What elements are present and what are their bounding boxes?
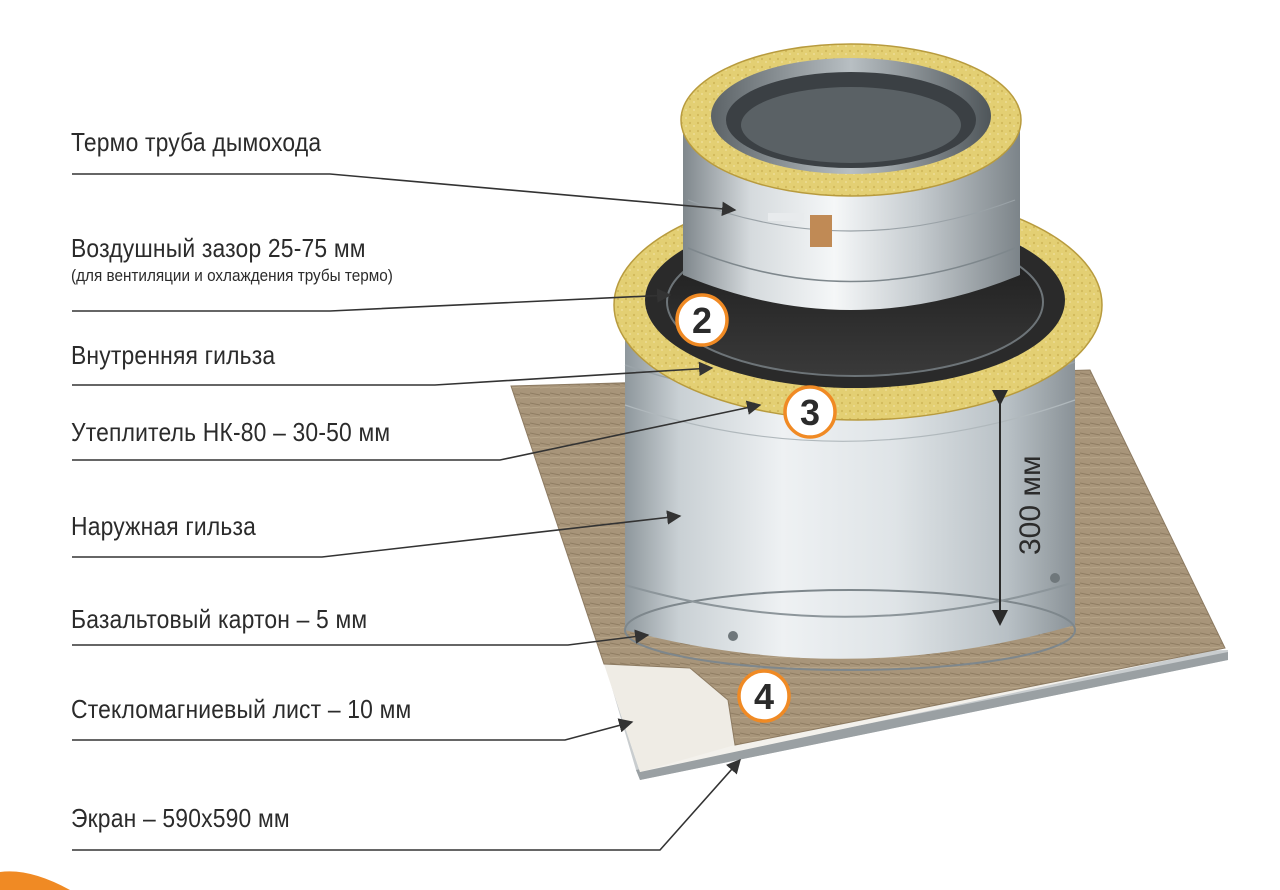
badge-2-label: 2 [692,300,712,341]
corner-accent [0,871,70,890]
leader-basalt-board [72,629,650,646]
leader-glass-magnesium [72,718,634,741]
leader-thermo-pipe [72,173,737,217]
thermo-pipe-top-ring [680,43,1022,197]
leader-screen [72,758,741,851]
badge-3-label: 3 [800,392,820,433]
leader-lines [72,173,762,851]
badge-4: 4 [737,669,791,723]
label-inner-sleeve: Внутренняя гильза [71,340,276,370]
label-glass-magnesium-sheet: Стекломагниевый лист – 10 мм [71,694,412,724]
label-basalt-board: Базальтовый картон – 5 мм [71,604,368,634]
label-air-gap-note: (для вентиляции и охлаждения трубы термо… [71,266,393,285]
leader-outer-sleeve [72,510,682,558]
badge-2: 2 [675,293,729,347]
label-thermo-pipe: Термо труба дымохода [71,127,322,157]
height-dimension-label: 300 мм [1014,455,1047,555]
height-dimension: 300 мм [992,390,1047,626]
label-air-gap: Воздушный зазор 25-75 мм [71,233,366,263]
label-outer-sleeve: Наружная гильза [71,511,257,541]
badge-3: 3 [783,385,837,439]
badge-4-label: 4 [754,676,774,717]
label-screen: Экран – 590х590 мм [71,803,290,833]
leader-air-gap [72,288,672,312]
label-insulation: Утеплитель НК-80 – 30-50 мм [71,417,391,447]
leader-inner-sleeve [72,361,714,386]
leader-insulation [72,400,762,461]
